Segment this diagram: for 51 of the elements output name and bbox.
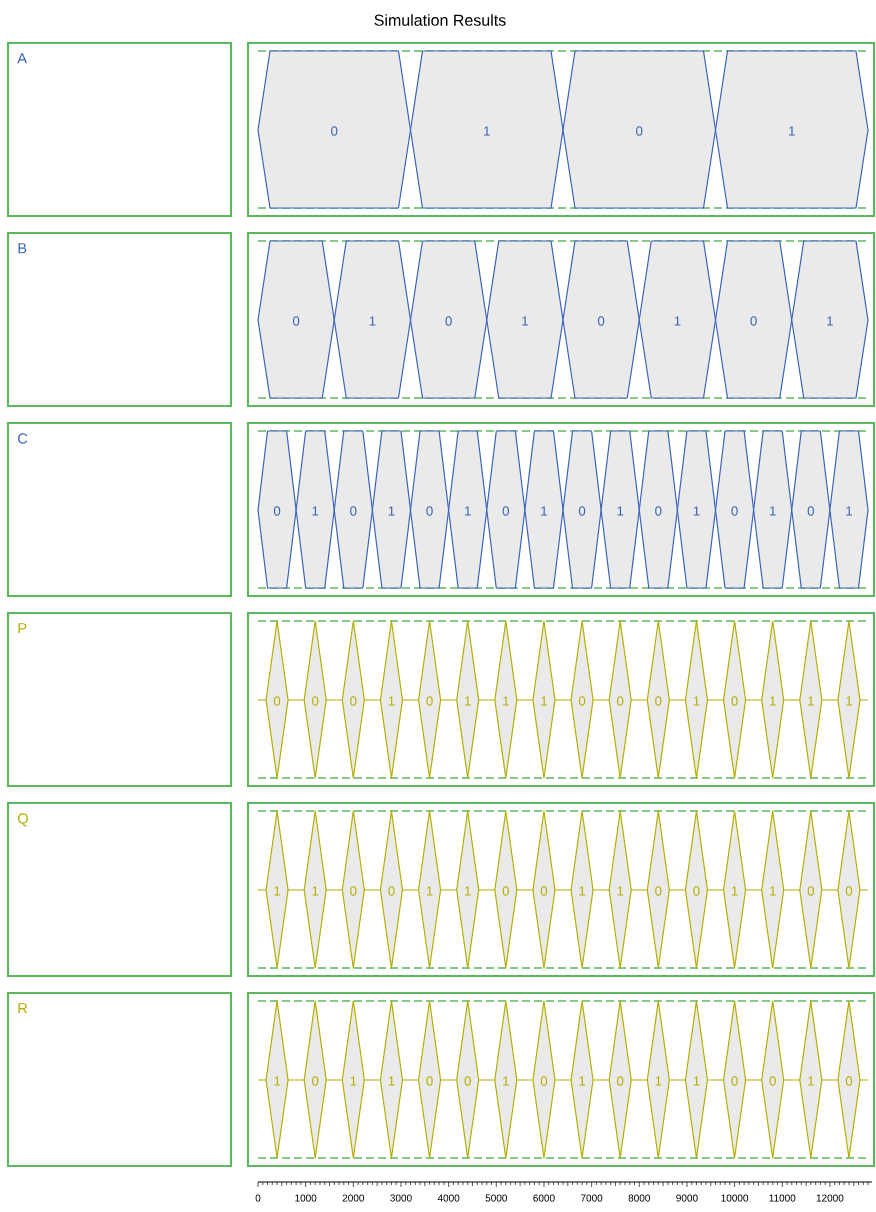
signal-name-box: C — [6, 421, 233, 598]
signal-hexagon: 0 — [409, 240, 488, 399]
signal-name-box: P — [6, 611, 233, 788]
signal-hexagon: 0 — [714, 430, 755, 589]
tick-label: 3000 — [390, 1194, 412, 1202]
signal-hexagon: 1 — [714, 50, 869, 209]
signal-hexagon: 0 — [409, 430, 450, 589]
waveform-panel — [246, 231, 876, 408]
signal-hexagon: 0 — [562, 240, 640, 399]
signal-hexagon: 0 — [638, 430, 678, 589]
tick-label: 11000 — [769, 1194, 796, 1202]
tick-label: 12000 — [816, 1194, 844, 1202]
signal-hexagon: 1 — [333, 240, 412, 399]
signal-hexagon: 0 — [257, 50, 412, 209]
tick-label: 5000 — [485, 1194, 507, 1202]
signal-hexagon: 1 — [448, 430, 488, 589]
waveform-panel — [246, 41, 876, 218]
tick-label: 6000 — [533, 1194, 555, 1202]
tick-label: 0 — [255, 1194, 261, 1202]
signal-hexagon: 1 — [295, 430, 335, 589]
tick-label: 1000 — [295, 1194, 317, 1202]
signal-name-box: A — [6, 41, 233, 218]
tick-label: 10000 — [721, 1194, 749, 1202]
tick-label: 9000 — [676, 1194, 698, 1202]
tick-label: 7000 — [581, 1194, 603, 1202]
signal-hexagon: 0 — [257, 240, 335, 399]
signal-hexagon: 1 — [600, 430, 640, 589]
tick-label: 2000 — [342, 1194, 365, 1202]
signal-hexagon: 0 — [562, 50, 717, 209]
signal-hexagon: 0 — [333, 430, 373, 589]
signal-hexagon: 1 — [676, 430, 717, 589]
signal-name-box: R — [6, 991, 233, 1168]
signal-hexagon: 0 — [257, 430, 297, 589]
signal-name-box: Q — [6, 801, 233, 978]
signal-hexagon: 1 — [638, 240, 717, 399]
signal-name-box: B — [6, 231, 233, 408]
signal-hexagon: 1 — [409, 50, 564, 209]
waveform-panel — [246, 421, 876, 598]
tick-label: 8000 — [628, 1194, 650, 1202]
signal-hexagon: 0 — [714, 240, 793, 399]
signal-hexagon: 1 — [791, 240, 869, 399]
tick-label: 4000 — [437, 1194, 460, 1202]
title: Simulation Results — [374, 14, 506, 26]
signal-hexagon: 0 — [562, 430, 602, 589]
signal-hexagon: 0 — [791, 430, 831, 589]
signal-hexagon: 1 — [486, 240, 564, 399]
signal-hexagon: 1 — [524, 430, 564, 589]
signal-hexagon: 0 — [486, 430, 526, 589]
signal-hexagon: 1 — [371, 430, 412, 589]
signal-hexagon: 1 — [829, 430, 869, 589]
signal-hexagon: 1 — [753, 430, 793, 589]
